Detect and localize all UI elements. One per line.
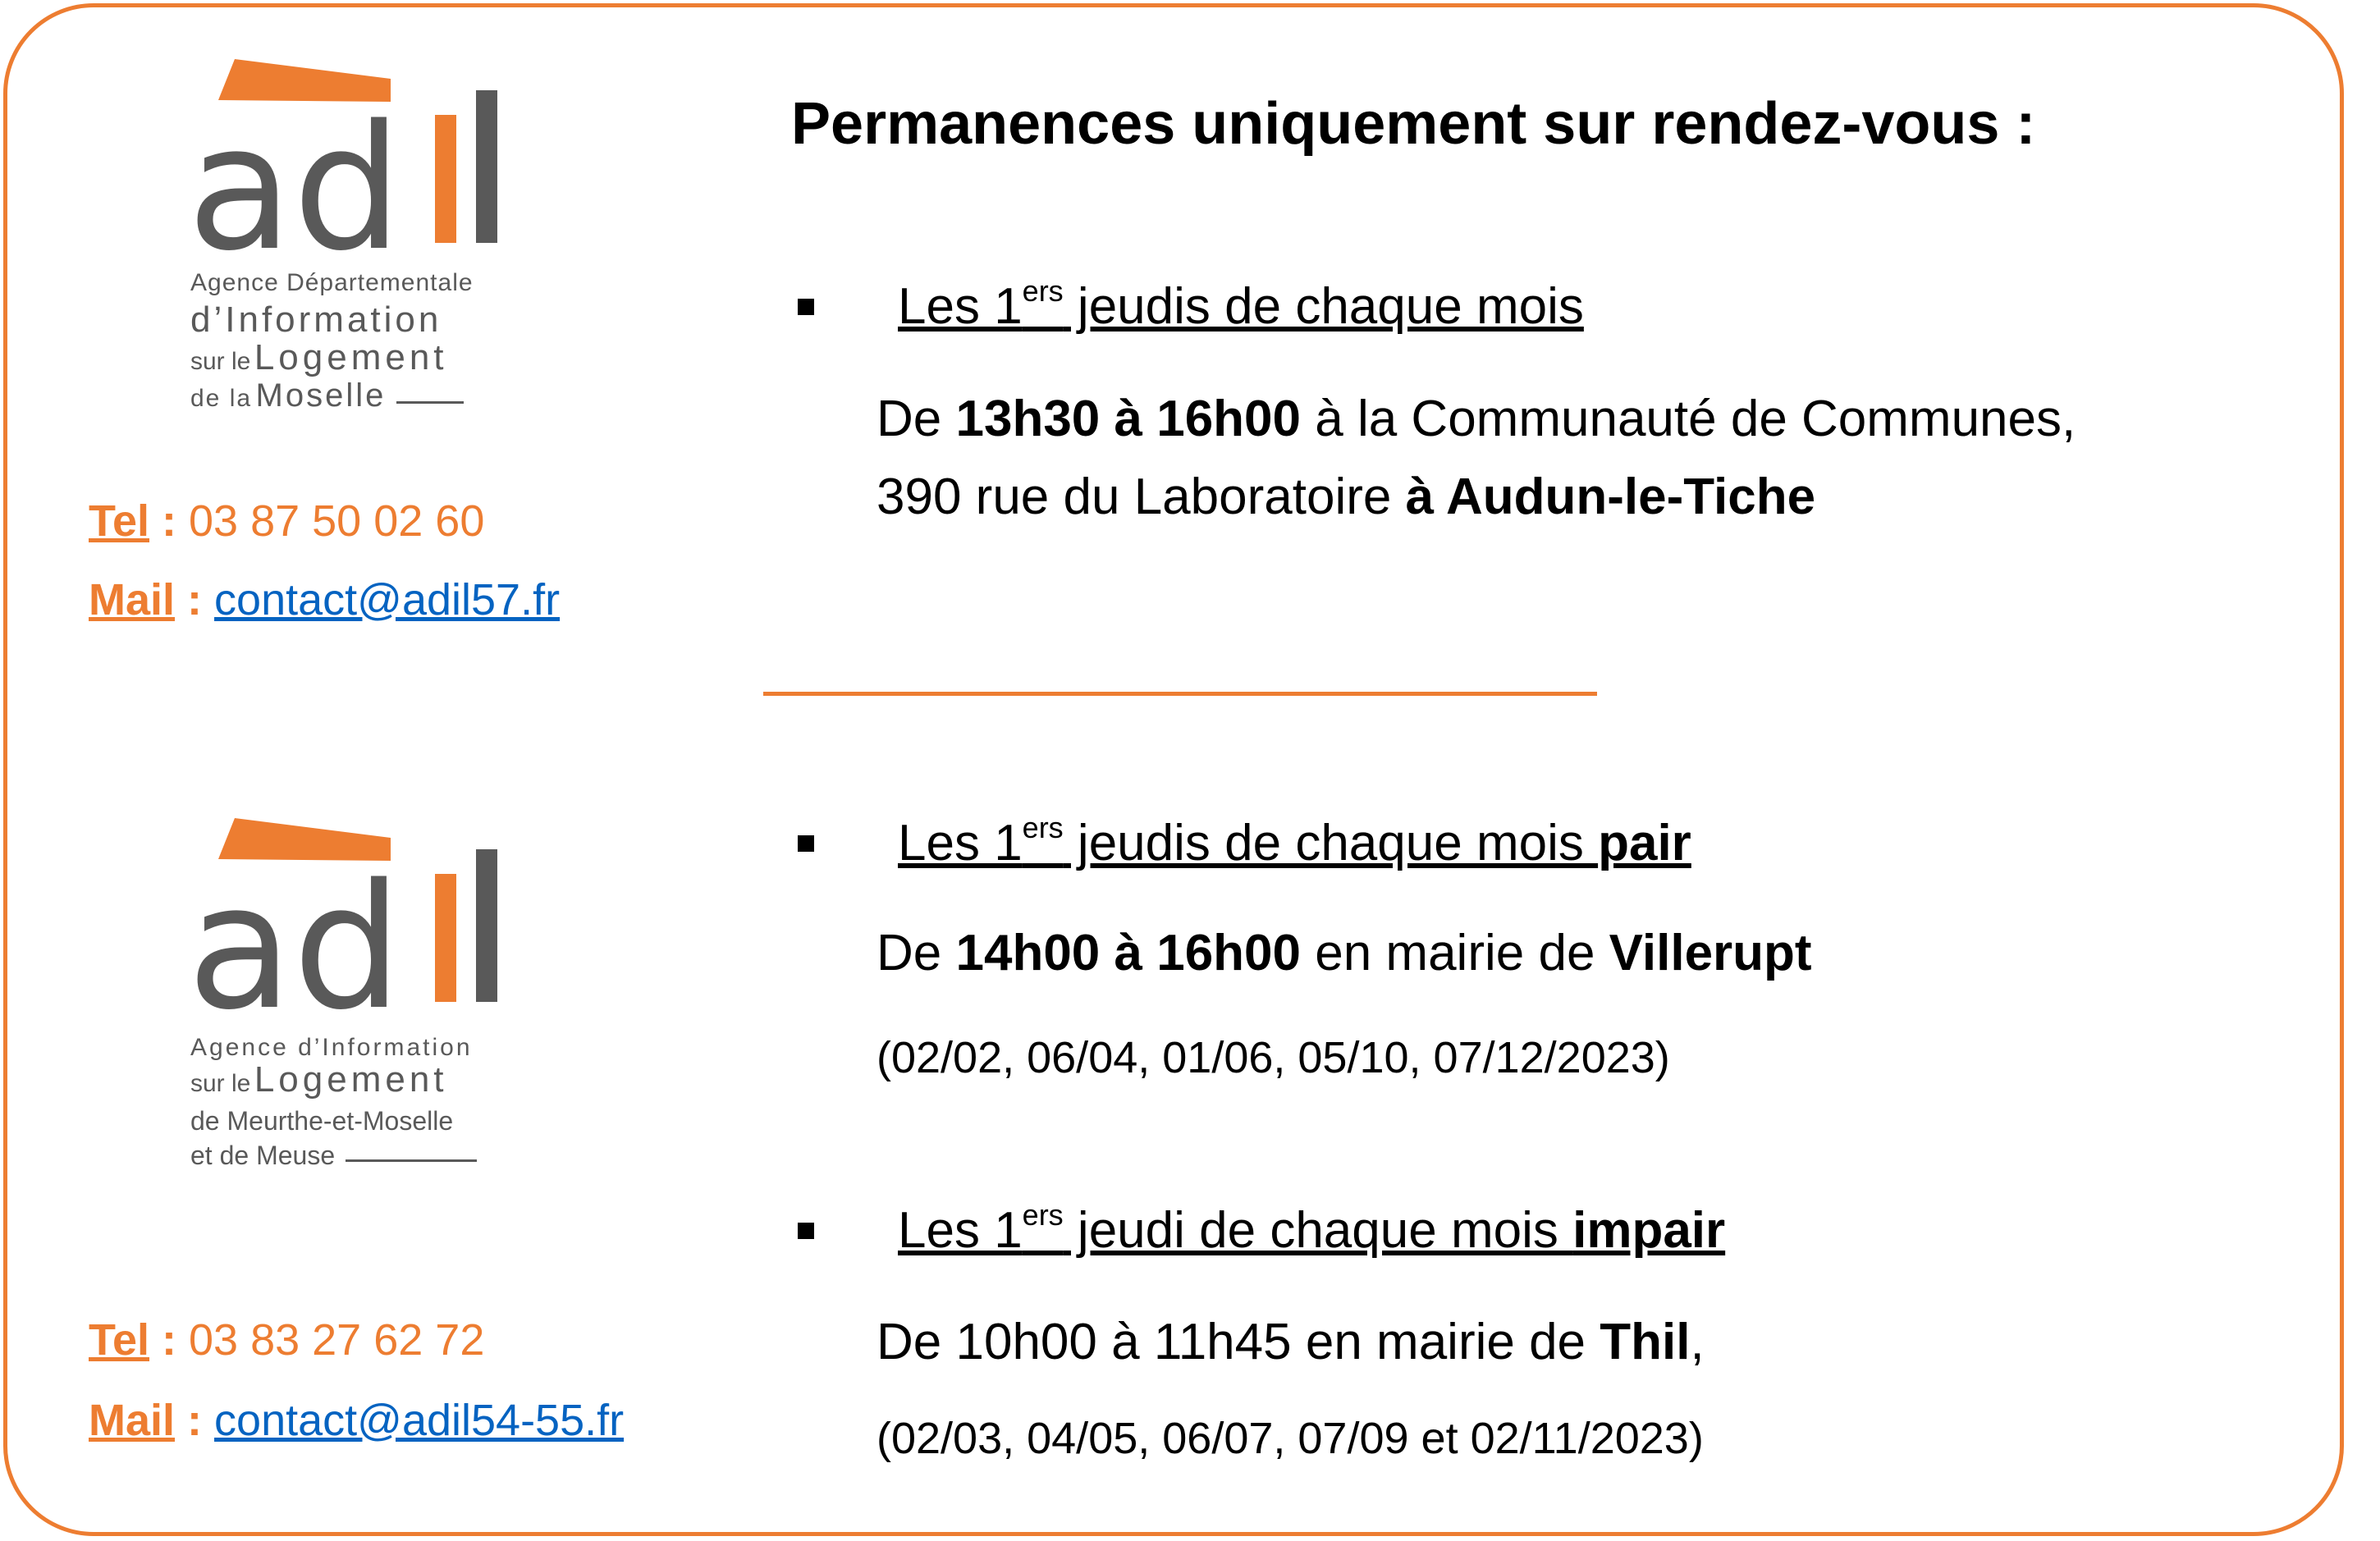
logo1-line2: d’Information <box>190 300 442 340</box>
logo2-line4: et de Meuse <box>190 1142 477 1168</box>
block3-line1: De 10h00 à 11h45 en mairie de Thil, <box>876 1314 1705 1370</box>
bullet-icon <box>798 835 814 852</box>
logo1-rule <box>396 401 464 405</box>
adil-logo-mark-1: ad <box>187 59 497 263</box>
logo1-line4: de la Moselle <box>190 379 464 412</box>
block3-title: Les 1ers jeudi de chaque mois impair <box>898 1198 1726 1259</box>
mail-link[interactable]: contact@adil54-55.fr <box>214 1396 625 1445</box>
logo1-line4-small: de la <box>190 385 253 412</box>
wordmark-ad: ad <box>187 847 402 1022</box>
tel-label: Tel <box>89 496 150 546</box>
logo1-line3: sur le Logement <box>190 340 448 376</box>
contact2-tel: Tel : 03 83 27 62 72 <box>89 1315 485 1365</box>
block1-title: Les 1ers jeudis de chaque mois <box>898 274 1584 335</box>
contact2-mail: Mail : contact@adil54-55.fr <box>89 1396 625 1445</box>
block2-title: Les 1ers jeudis de chaque mois pair <box>898 811 1691 871</box>
tel-label: Tel <box>89 1315 150 1365</box>
adil54-55-logo: ad <box>187 816 515 1022</box>
logo2-line4-text: et de Meuse <box>190 1141 336 1170</box>
mail-label: Mail <box>89 1396 176 1445</box>
block2-line1: De 14h00 à 16h00 en mairie de Villerupt <box>876 925 1812 981</box>
logo1-line3-big: Logement <box>254 337 448 377</box>
logo2-rule <box>345 1159 477 1163</box>
bullet-icon <box>798 1223 814 1239</box>
block1-line2: 390 rue du Laboratoire à Audun-le-Tiche <box>876 469 1816 525</box>
logo1-line3-small: sur le <box>190 348 251 375</box>
mail-label: Mail <box>89 575 176 624</box>
rounded-frame <box>3 3 2344 1536</box>
logo1-line1: Agence Départementale <box>190 269 474 296</box>
tel-number: 03 83 27 62 72 <box>189 1315 485 1365</box>
tel-number: 03 87 50 02 60 <box>189 496 485 546</box>
wordmark-ad: ad <box>187 88 402 263</box>
adil-logo-mark-2: ad <box>187 818 497 1022</box>
logo2-line1: Agence d’Information <box>190 1034 473 1061</box>
section-divider <box>763 692 1597 696</box>
bullet-icon <box>798 299 814 315</box>
contact1-tel: Tel : 03 87 50 02 60 <box>89 496 485 546</box>
page-title: Permanences uniquement sur rendez-vous : <box>791 91 2036 157</box>
logo2-line3: de Meurthe-et-Moselle <box>190 1106 454 1136</box>
block2-dates: (02/02, 06/04, 01/06, 05/10, 07/12/2023) <box>876 1033 1670 1082</box>
logo2-line2-big: Logement <box>254 1059 448 1100</box>
logo1-line4-big: Moselle <box>255 377 387 414</box>
mail-link[interactable]: contact@adil57.fr <box>214 575 561 624</box>
block1-line1: De 13h30 à 16h00 à la Communauté de Comm… <box>876 391 2076 447</box>
logo2-line2: sur le Logement <box>190 1062 448 1098</box>
adil57-logo: ad <box>187 57 515 263</box>
contact1-mail: Mail : contact@adil57.fr <box>89 575 561 624</box>
logo2-line2-small: sur le <box>190 1070 251 1097</box>
block3-dates: (02/03, 04/05, 06/07, 07/09 et 02/11/202… <box>876 1414 1704 1463</box>
